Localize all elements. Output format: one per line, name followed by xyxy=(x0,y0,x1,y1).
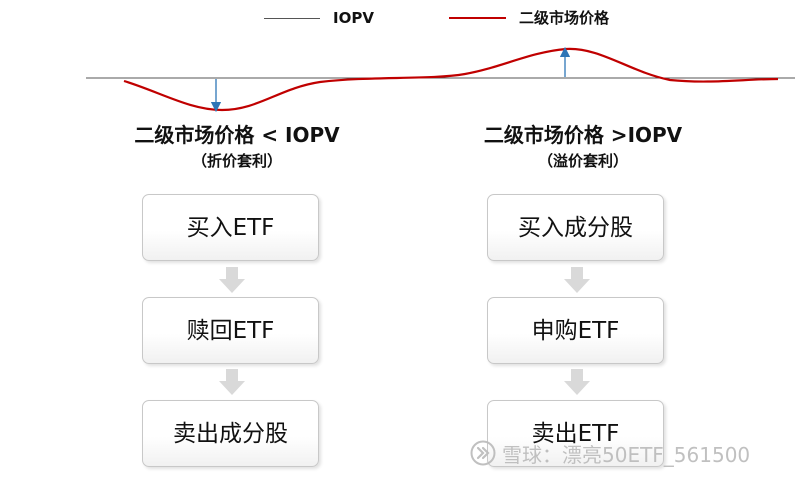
premium-subheading: （溢价套利） xyxy=(537,152,628,170)
premium-step-1: 买入成分股 xyxy=(487,194,664,261)
watermark: 雪球：漂亮50ETF_561500 xyxy=(470,438,750,468)
premium-step-2: 申购ETF xyxy=(487,297,664,364)
legend-price-swatch xyxy=(449,17,506,19)
down-arrow-icon xyxy=(564,267,590,293)
discount-step-3: 卖出成分股 xyxy=(142,400,319,467)
legend-price-label: 二级市场价格 xyxy=(519,9,610,27)
discount-step-2-label: 赎回ETF xyxy=(186,317,275,344)
discount-step-1: 买入ETF xyxy=(142,194,319,261)
price-vs-iopv-diagram xyxy=(86,46,795,113)
premium-step-1-label: 买入成分股 xyxy=(518,214,633,241)
snowball-logo-icon xyxy=(470,440,496,466)
premium-step-3-label: 卖出ETF xyxy=(531,420,620,447)
discount-heading: 二级市场价格 < IOPV xyxy=(134,123,340,147)
premium-step-2-label: 申购ETF xyxy=(531,317,620,344)
legend-iopv-label: IOPV xyxy=(333,9,374,27)
watermark-text: 雪球：漂亮50ETF_561500 xyxy=(502,442,751,467)
discount-subheading: （折价套利） xyxy=(191,152,282,170)
discount-step-1-label: 买入ETF xyxy=(186,214,275,241)
premium-heading: 二级市场价格 >IOPV xyxy=(483,123,683,147)
premium-step-3: 卖出ETF xyxy=(487,400,664,467)
down-arrow-icon xyxy=(219,267,245,293)
discount-step-2: 赎回ETF xyxy=(142,297,319,364)
discount-step-3-label: 卖出成分股 xyxy=(173,420,288,447)
down-arrow-icon xyxy=(564,369,590,395)
price-curve xyxy=(123,47,779,112)
legend-iopv-swatch xyxy=(264,18,320,19)
down-arrow-icon xyxy=(219,369,245,395)
